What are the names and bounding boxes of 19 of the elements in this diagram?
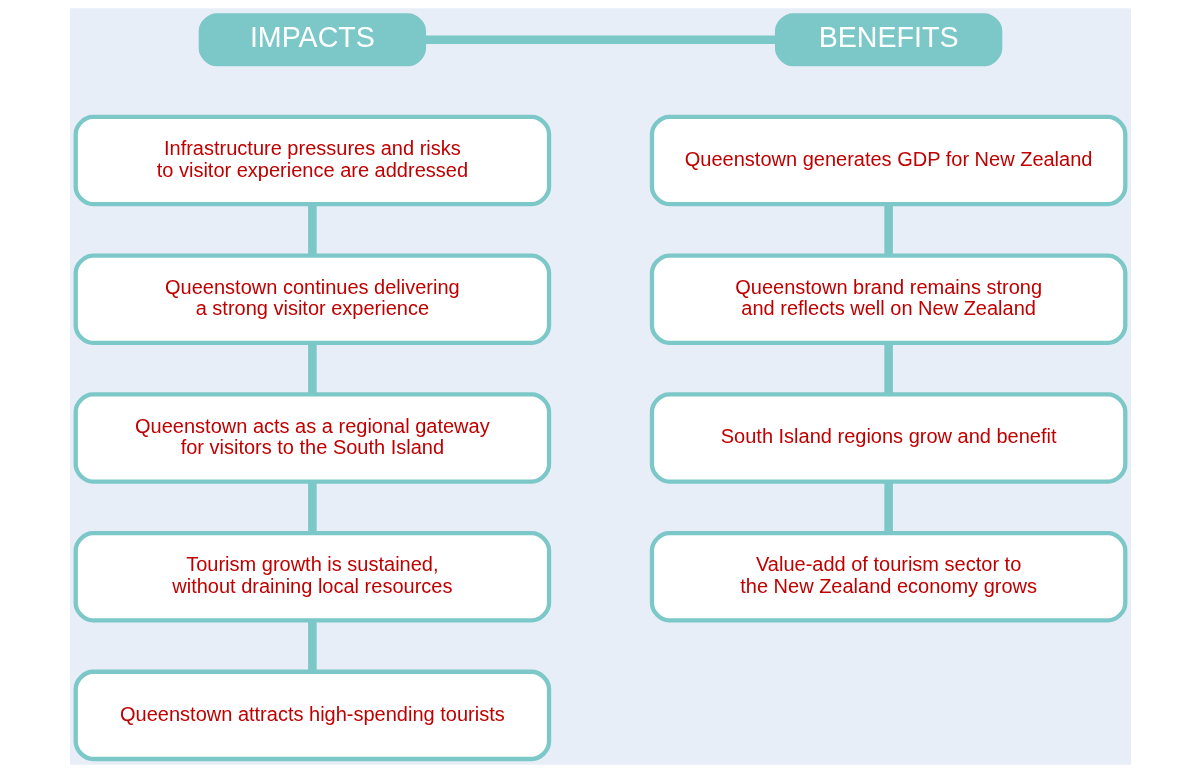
connector [307,620,317,672]
node-box: Queenstown attracts high-spending tourists [73,669,551,762]
node-box: IMPACTS [198,13,426,67]
connector [883,204,893,256]
node-box: Queenstown continues delivering a strong visitor experience [73,253,551,346]
node-box: Queenstown generates GDP for New Zealand [649,114,1127,207]
node-box: Queenstown brand remains strong and reflects well on New Zealand [649,253,1127,346]
connector [425,35,776,45]
node-box: Queenstown acts as a regional gateway for visitors to the South Island [73,392,551,484]
connector [883,481,893,534]
node-box: BENEFITS [774,13,1002,67]
node-box: South Island regions grow and benefit [649,392,1127,484]
node-box: Tourism growth is sustained, without draining local resources [73,530,551,623]
connector [307,204,317,256]
node-box: Infrastructure pressures and risks to visitor experience are addressed [73,114,551,207]
connector [307,481,317,534]
node-box: Value-add of tourism sector to the New Zealand economy grows [649,530,1127,623]
connector [883,342,893,395]
connector [307,342,317,395]
